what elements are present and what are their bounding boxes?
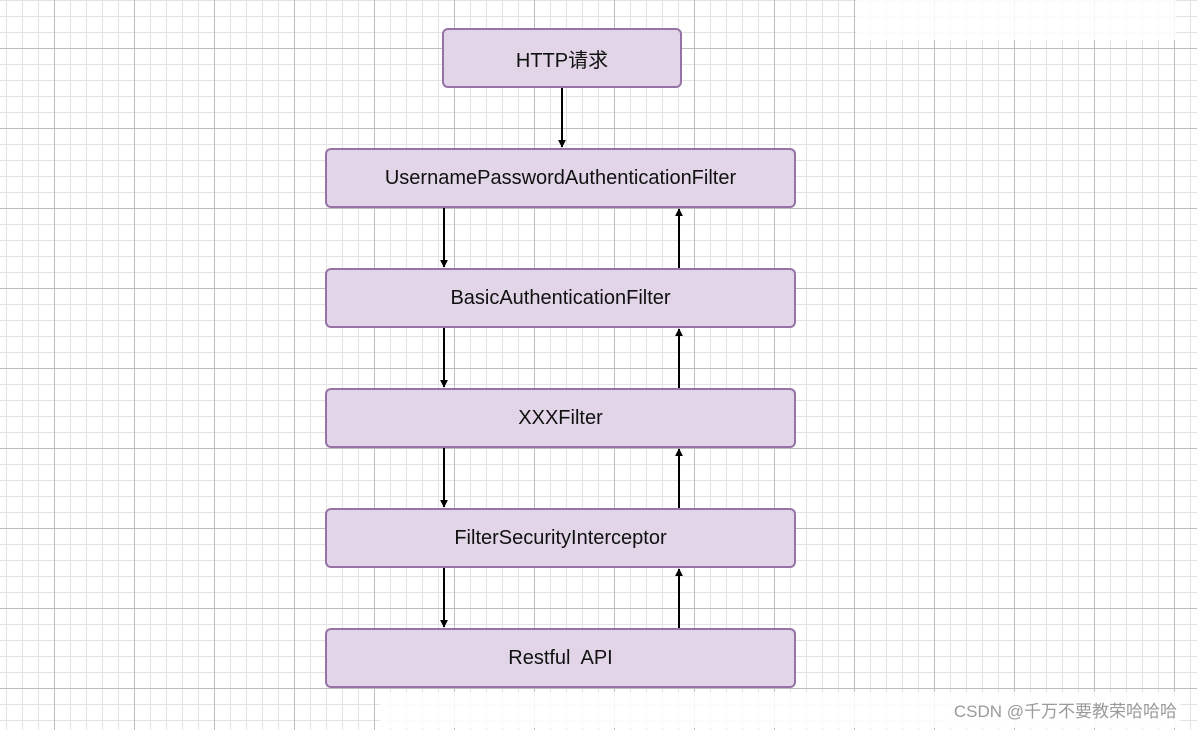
node-restful-api: Restful API [325,628,796,688]
csdn-watermark: CSDN @千万不要教荣哈哈哈 [949,697,1181,722]
node-username-password-authentication-filter: UsernamePasswordAuthenticationFilter [325,148,796,208]
grid-wash-top-right [856,0,1176,40]
node-xxx-filter: XXXFilter [325,388,796,448]
node-filter-security-interceptor: FilterSecurityInterceptor [325,508,796,568]
node-http-request: HTTP请求 [442,28,682,88]
node-basic-authentication-filter: BasicAuthenticationFilter [325,268,796,328]
